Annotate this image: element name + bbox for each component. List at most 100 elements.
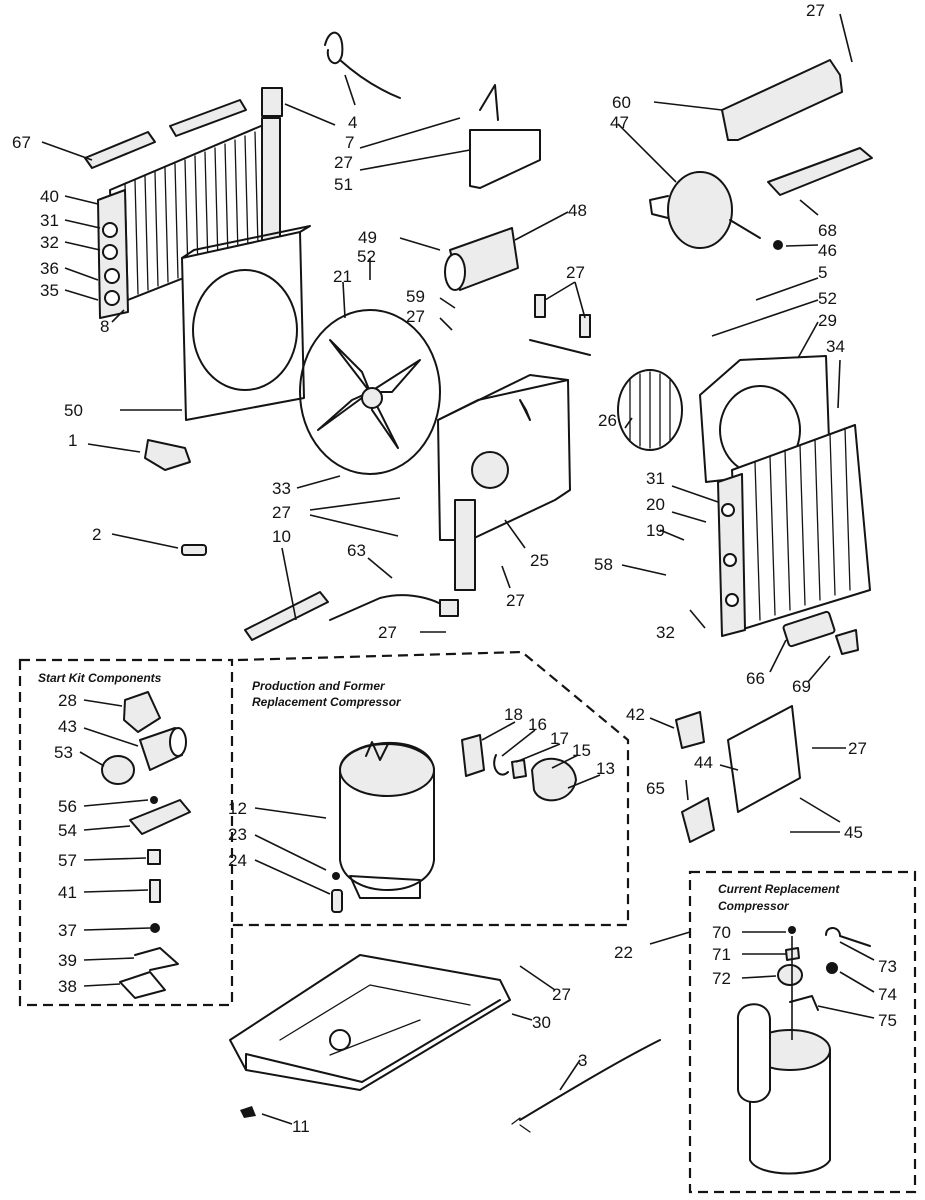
part-label: 60 — [612, 93, 631, 112]
start-kit-group-outline — [18, 658, 234, 1007]
part-label: 44 — [694, 753, 713, 772]
part-label: 56 — [58, 797, 77, 816]
retainer-nut — [773, 240, 783, 250]
control-plate-44 — [727, 705, 801, 813]
relay-box — [261, 87, 283, 117]
part-label: 43 — [58, 717, 77, 736]
part-label: 27 — [378, 623, 397, 642]
part-label: 34 — [826, 337, 845, 356]
part-label: 31 — [646, 469, 665, 488]
part-label: 45 — [844, 823, 863, 842]
current-compressor — [736, 1003, 831, 1175]
base-pan — [229, 954, 511, 1091]
part-label: 73 — [878, 957, 897, 976]
bolt-41 — [149, 879, 161, 903]
part-label: 46 — [818, 241, 837, 260]
fan-blade — [299, 309, 441, 475]
part-label: 2 — [92, 525, 101, 544]
current-caption-line1: Current Replacement — [718, 882, 840, 896]
part-label: 15 — [572, 741, 591, 760]
thermal-protector-73 — [825, 927, 871, 947]
part-label: 72 — [712, 969, 731, 988]
terminal-cover — [531, 757, 577, 802]
part-label: 23 — [228, 825, 247, 844]
part-label: 47 — [610, 113, 629, 132]
part-label: 67 — [12, 133, 31, 152]
part-label: 16 — [528, 715, 547, 734]
production-compressor-group-outline — [232, 650, 630, 927]
part-label: 32 — [656, 623, 675, 642]
part-label: 66 — [746, 669, 765, 688]
part-label: 69 — [792, 677, 811, 696]
part-label: 11 — [292, 1117, 310, 1136]
part-label: 27 — [406, 307, 425, 326]
leader-lines — [41, 13, 875, 1125]
part-label: 35 — [40, 281, 59, 300]
part-label: 20 — [646, 495, 665, 514]
capacitor — [444, 227, 519, 291]
part-label: 36 — [40, 259, 59, 278]
control-bracket — [469, 84, 541, 189]
mounting-strap — [529, 294, 591, 356]
part-label: 12 — [228, 799, 247, 818]
blower-motor — [649, 171, 761, 249]
part-label: 27 — [334, 153, 353, 172]
evaporator-coil — [717, 424, 871, 637]
part-label: 68 — [818, 221, 837, 240]
part-label: 38 — [58, 977, 77, 996]
part-label: 57 — [58, 851, 77, 870]
plate-38 — [119, 971, 166, 999]
part-label: 52 — [357, 247, 376, 266]
part-label: 26 — [598, 411, 617, 430]
part-label: 18 — [504, 705, 523, 724]
part-label: 3 — [578, 1051, 587, 1070]
screw-56 — [150, 796, 158, 804]
thermostat-bulb-wire — [324, 31, 401, 99]
thermostat-42 — [675, 711, 705, 749]
part-label: 51 — [334, 175, 353, 194]
part-label: 48 — [568, 201, 587, 220]
terminal-cover-gasket — [461, 734, 485, 777]
drain-tube — [244, 591, 329, 641]
start-capacitor-cap — [123, 691, 161, 733]
part-label: 59 — [406, 287, 425, 306]
part-label: 41 — [58, 883, 77, 902]
part-label: 31 — [40, 211, 59, 230]
part-label: 65 — [646, 779, 665, 798]
part-label: 32 — [40, 233, 59, 252]
control-housing — [437, 374, 571, 591]
capacitor-clip — [101, 755, 135, 785]
production-caption-line2: Replacement Compressor — [252, 695, 402, 709]
part-label: 10 — [272, 527, 291, 546]
current-caption-line2: Compressor — [718, 899, 790, 913]
part-label: 24 — [228, 851, 247, 870]
nut-74 — [826, 962, 838, 974]
part-label: 1 — [68, 431, 77, 450]
part-label: 5 — [818, 263, 827, 282]
part-label: 4 — [348, 113, 357, 132]
terminal-screw-57 — [147, 849, 161, 865]
cover-clip — [835, 629, 859, 655]
terminal-nut-17 — [511, 759, 527, 779]
part-label: 42 — [626, 705, 645, 724]
part-label: 27 — [566, 263, 585, 282]
shroud-panel — [181, 225, 311, 421]
clamp-39 — [134, 947, 179, 971]
part-label: 13 — [596, 759, 615, 778]
drain-grommet-11 — [240, 1106, 256, 1118]
part-label: 19 — [646, 521, 665, 540]
part-label: 29 — [818, 311, 837, 330]
part-label: 22 — [614, 943, 633, 962]
spacer-pin — [181, 544, 207, 556]
terminal-clip-16 — [493, 754, 509, 776]
part-label: 30 — [532, 1013, 551, 1032]
start-relay-bracket — [129, 799, 191, 835]
washer-37 — [150, 923, 160, 933]
part-label: 52 — [818, 289, 837, 308]
part-label: 27 — [806, 1, 825, 20]
part-label: 27 — [506, 591, 525, 610]
control-panel-cover — [721, 59, 843, 141]
part-label: 50 — [64, 401, 83, 420]
part-label: 8 — [100, 317, 109, 336]
